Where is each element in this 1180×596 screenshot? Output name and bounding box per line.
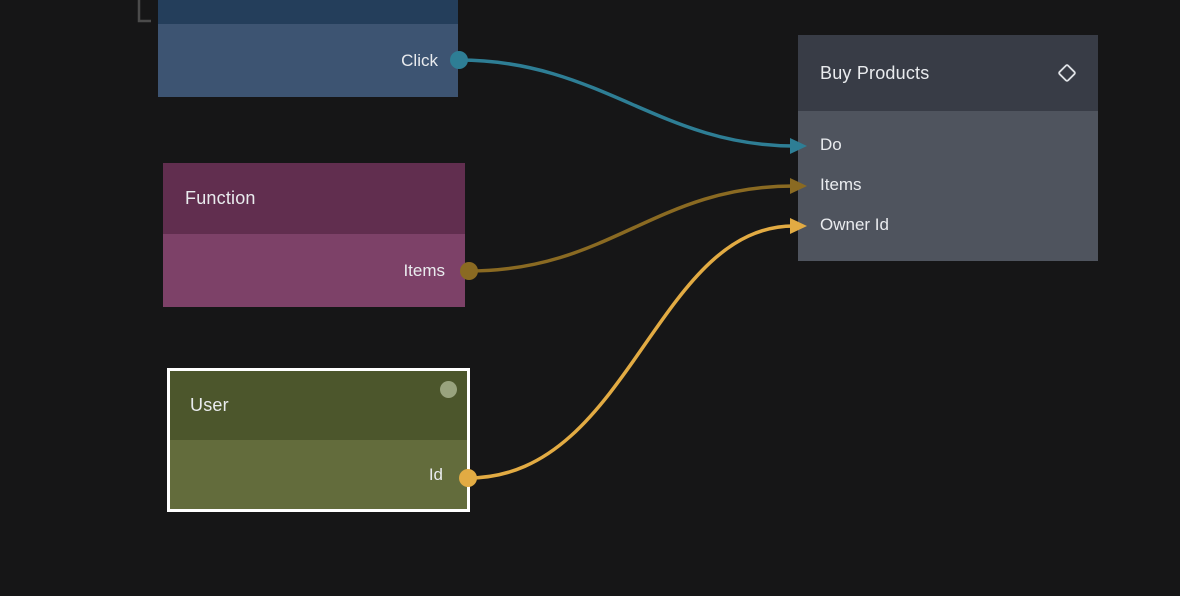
port-label-do: Do xyxy=(820,135,842,154)
node-function-header[interactable]: Function xyxy=(163,163,465,234)
output-port-items[interactable]: Items xyxy=(163,234,465,307)
status-dot-icon xyxy=(440,381,457,398)
input-port-owner-id[interactable]: Owner Id xyxy=(798,205,1098,245)
diamond-icon xyxy=(1054,60,1080,86)
port-label-id: Id xyxy=(428,464,443,484)
input-port-items[interactable]: Items xyxy=(798,165,1098,205)
selection-corner xyxy=(137,0,151,23)
output-port-id[interactable]: Id xyxy=(170,440,467,509)
port-label-items: Items xyxy=(403,260,445,280)
node-buy-products-ports: Do Items Owner Id xyxy=(798,111,1098,261)
node-user-ports: Id xyxy=(170,440,467,509)
input-port-do[interactable]: Do xyxy=(798,125,1098,165)
port-label-items: Items xyxy=(820,175,862,194)
node-buy-products-header[interactable]: Buy Products xyxy=(798,35,1098,111)
wire-id-to-owner-id[interactable] xyxy=(467,224,795,480)
node-function-title: Function xyxy=(185,188,256,208)
output-port-click[interactable]: Click xyxy=(158,24,458,97)
node-user-header[interactable]: User xyxy=(170,371,467,440)
node-onclick-ports: Click xyxy=(158,24,458,97)
node-onclick-header[interactable] xyxy=(158,0,458,24)
port-label-owner-id: Owner Id xyxy=(820,215,889,234)
node-user-selected[interactable]: User Id xyxy=(167,368,470,512)
node-function[interactable]: Function Items xyxy=(163,163,465,307)
node-buy-products-title: Buy Products xyxy=(820,62,930,83)
node-onclick[interactable]: Click xyxy=(158,0,458,97)
port-label-click: Click xyxy=(401,50,438,70)
node-buy-products[interactable]: Buy Products Do Items Owner Id xyxy=(798,35,1098,261)
wire-items-to-items[interactable] xyxy=(468,184,795,273)
node-function-ports: Items xyxy=(163,234,465,307)
wire-click-to-do[interactable] xyxy=(458,58,795,148)
node-user-title: User xyxy=(190,395,229,415)
